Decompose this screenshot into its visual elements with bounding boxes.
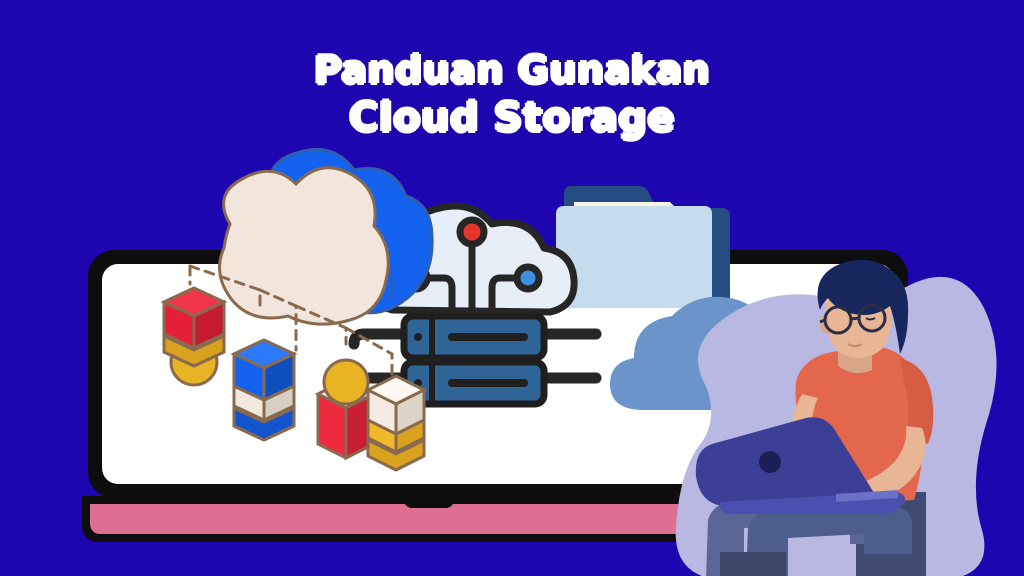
stack-blue-cream	[230, 338, 298, 442]
stack-sphere-red-box	[314, 358, 378, 461]
person-forearm	[852, 426, 926, 502]
laptop-logo-icon	[759, 451, 781, 473]
folder-front	[556, 206, 712, 308]
stack-red-gold-sphere	[160, 286, 228, 387]
title-line-1: Panduan Gunakan	[312, 46, 712, 94]
circuit-node-right	[513, 263, 543, 293]
person-using-laptop	[660, 259, 997, 576]
hanging-blocks-illustration	[150, 258, 450, 478]
title-line-2: Cloud Storage	[347, 93, 676, 143]
cloud-cream	[218, 166, 390, 326]
person-sleeve	[900, 358, 934, 444]
circuit-node-top	[456, 216, 488, 248]
person-shin-shadow	[720, 552, 786, 576]
folder-illustration	[552, 178, 772, 358]
cloud-pair-illustration	[196, 140, 456, 380]
person-laptop-edge	[836, 490, 898, 502]
server-unit-1	[400, 312, 548, 362]
glasses-icon	[819, 303, 887, 335]
stack-cream-gold	[364, 374, 428, 472]
person-laptop-lid	[695, 417, 876, 506]
person-eye	[865, 317, 876, 321]
person-leg-near	[746, 506, 912, 576]
cloud-circuit-traces	[418, 234, 526, 328]
page-title: Panduan Gunakan Cloud Storage	[0, 46, 1024, 143]
person-mouth	[847, 343, 863, 347]
dashed-connectors	[188, 264, 394, 380]
